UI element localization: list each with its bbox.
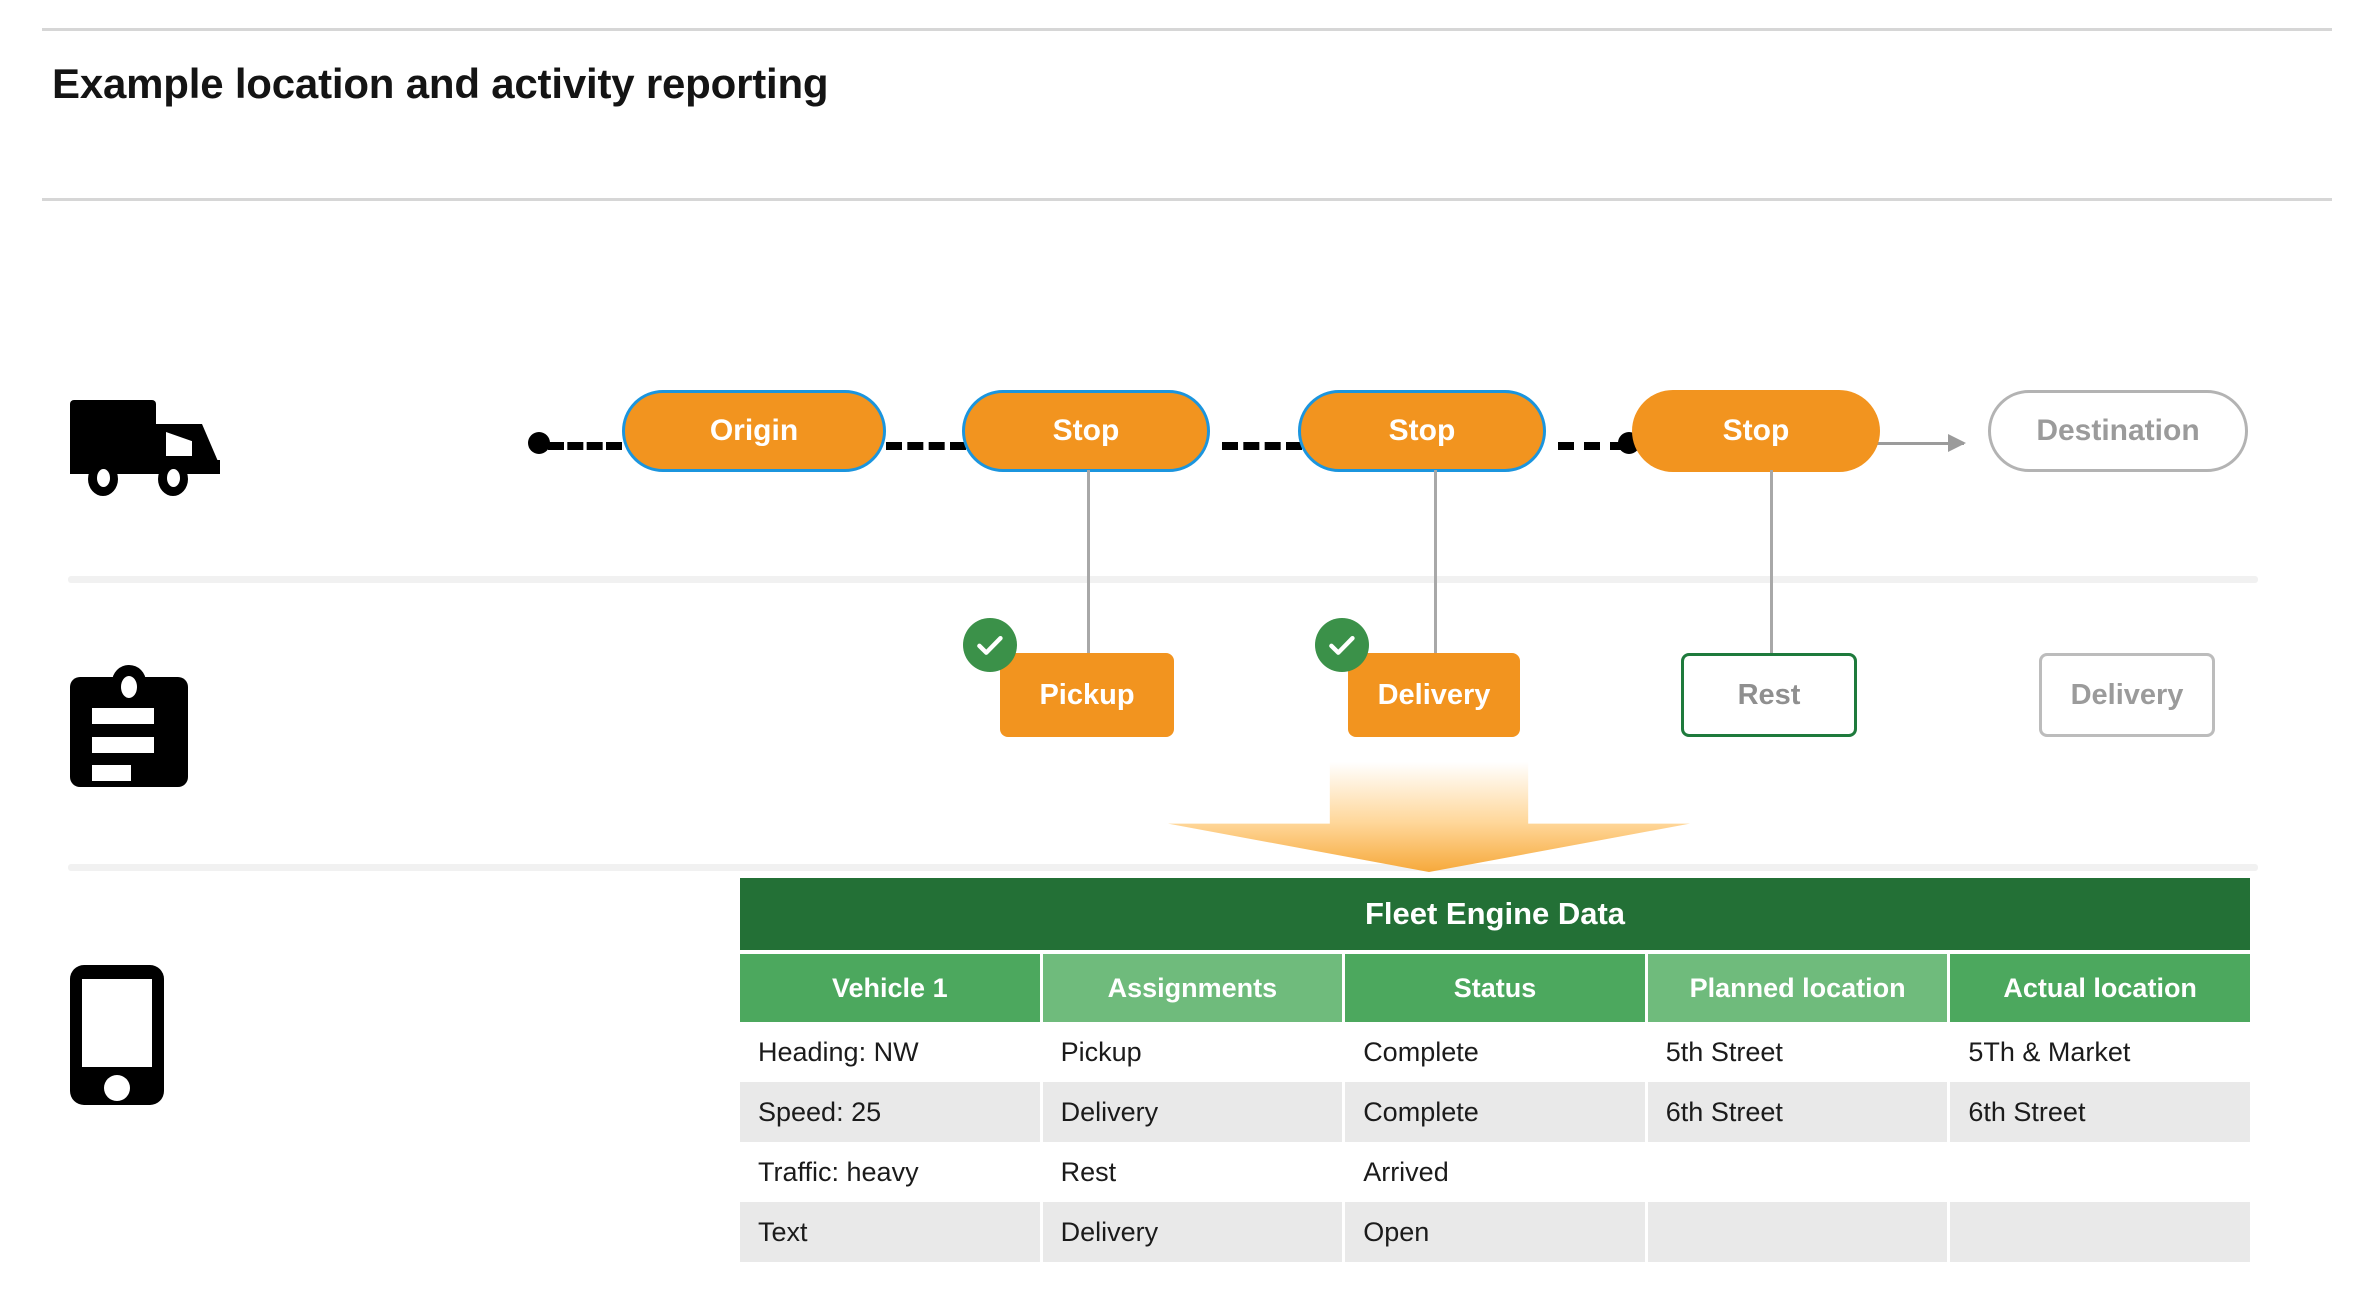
table-cell: Traffic: heavy bbox=[740, 1142, 1040, 1202]
route-node-stop-2[interactable]: Stop bbox=[1298, 390, 1546, 472]
route-start-dot bbox=[528, 432, 550, 454]
flow-arrow-down-icon bbox=[1168, 762, 1690, 872]
column-header-planned-location[interactable]: Planned location bbox=[1647, 954, 1948, 1022]
route-node-destination[interactable]: Destination bbox=[1988, 390, 2248, 472]
delivery-complete-badge bbox=[1315, 618, 1369, 672]
title-divider bbox=[42, 198, 2332, 201]
column-header-assignments[interactable]: Assignments bbox=[1042, 954, 1343, 1022]
band-divider-activity-data bbox=[68, 864, 2258, 871]
clipboard-line-1 bbox=[92, 708, 154, 724]
table-cell: Delivery bbox=[1042, 1082, 1343, 1142]
connector-stop1-pickup bbox=[1087, 470, 1090, 656]
phone-home-button bbox=[104, 1075, 130, 1101]
table-header-row: Vehicle 1 Assignments Status Planned loc… bbox=[740, 954, 2250, 1022]
column-header-vehicle[interactable]: Vehicle 1 bbox=[740, 954, 1040, 1022]
route-node-label: Stop bbox=[1052, 414, 1120, 447]
table-cell: Heading: NW bbox=[740, 1022, 1040, 1082]
route-dash-1 bbox=[886, 442, 966, 450]
route-dash-3 bbox=[1558, 442, 1626, 450]
table-row: Text Delivery Open bbox=[740, 1202, 2250, 1262]
table-cell: Rest bbox=[1042, 1142, 1343, 1202]
table-cell bbox=[1647, 1202, 1948, 1262]
route-dash-2 bbox=[1222, 442, 1302, 450]
table-cell: 5th Street bbox=[1647, 1022, 1948, 1082]
truck-icon bbox=[70, 400, 220, 496]
phone-icon bbox=[70, 965, 164, 1105]
clipboard-line-2 bbox=[92, 737, 154, 753]
route-node-stop-1[interactable]: Stop bbox=[962, 390, 1210, 472]
table-cell: 6th Street bbox=[1950, 1082, 2250, 1142]
table-cell: 5Th & Market bbox=[1950, 1022, 2250, 1082]
activity-label: Rest bbox=[1737, 678, 1801, 711]
route-node-label: Stop bbox=[1388, 414, 1456, 447]
truck-cab bbox=[70, 400, 156, 466]
table-cell: Complete bbox=[1345, 1022, 1645, 1082]
table-row: Traffic: heavy Rest Arrived bbox=[740, 1142, 2250, 1202]
table-cell: Complete bbox=[1345, 1082, 1645, 1142]
table-cell bbox=[1647, 1142, 1948, 1202]
table-cell bbox=[1950, 1202, 2250, 1262]
table-cell: Text bbox=[740, 1202, 1040, 1262]
page-title: Example location and activity reporting bbox=[52, 60, 829, 107]
table-row: Speed: 25 Delivery Complete 6th Street 6… bbox=[740, 1082, 2250, 1142]
route-node-label: Origin bbox=[709, 414, 799, 447]
top-divider bbox=[42, 28, 2332, 31]
fleet-engine-data-table: Fleet Engine Data Vehicle 1 Assignments … bbox=[740, 878, 2250, 1262]
table-cell: Speed: 25 bbox=[740, 1082, 1040, 1142]
table-row: Heading: NW Pickup Complete 5th Street 5… bbox=[740, 1022, 2250, 1082]
clipboard-hole bbox=[121, 676, 137, 698]
pickup-complete-badge bbox=[963, 618, 1017, 672]
table-cell: Delivery bbox=[1042, 1202, 1343, 1262]
truck-wheel-front bbox=[88, 462, 118, 496]
activity-label: Delivery bbox=[2070, 678, 2184, 711]
table-cell bbox=[1950, 1142, 2250, 1202]
route-node-label: Stop bbox=[1722, 414, 1790, 447]
table-title: Fleet Engine Data bbox=[740, 878, 2250, 950]
activity-card-delivery-1[interactable]: Delivery bbox=[1348, 653, 1520, 737]
route-node-label: Destination bbox=[2036, 414, 2200, 447]
table-cell: Open bbox=[1345, 1202, 1645, 1262]
route-dash-start bbox=[548, 442, 622, 450]
phone-screen bbox=[82, 979, 152, 1067]
band-divider-route-activity bbox=[68, 576, 2258, 583]
table-cell: 6th Street bbox=[1647, 1082, 1948, 1142]
connector-stop2-delivery bbox=[1434, 470, 1437, 656]
activity-card-delivery-2[interactable]: Delivery bbox=[2039, 653, 2215, 737]
clipboard-line-3 bbox=[92, 765, 131, 781]
table-cell: Arrived bbox=[1345, 1142, 1645, 1202]
route-arrow-destination bbox=[1848, 434, 1966, 452]
route-node-stop-3[interactable]: Stop bbox=[1632, 390, 1880, 472]
table-cell: Pickup bbox=[1042, 1022, 1343, 1082]
activity-card-rest[interactable]: Rest bbox=[1681, 653, 1857, 737]
activity-label: Pickup bbox=[1039, 678, 1135, 711]
column-header-actual-location[interactable]: Actual location bbox=[1950, 954, 2250, 1022]
connector-stop3-rest bbox=[1770, 470, 1773, 656]
activity-card-pickup[interactable]: Pickup bbox=[1000, 653, 1174, 737]
clipboard-icon bbox=[70, 665, 188, 787]
truck-wheel-rear bbox=[158, 462, 188, 496]
activity-label: Delivery bbox=[1377, 678, 1491, 711]
column-header-status[interactable]: Status bbox=[1345, 954, 1645, 1022]
route-node-origin[interactable]: Origin bbox=[622, 390, 886, 472]
